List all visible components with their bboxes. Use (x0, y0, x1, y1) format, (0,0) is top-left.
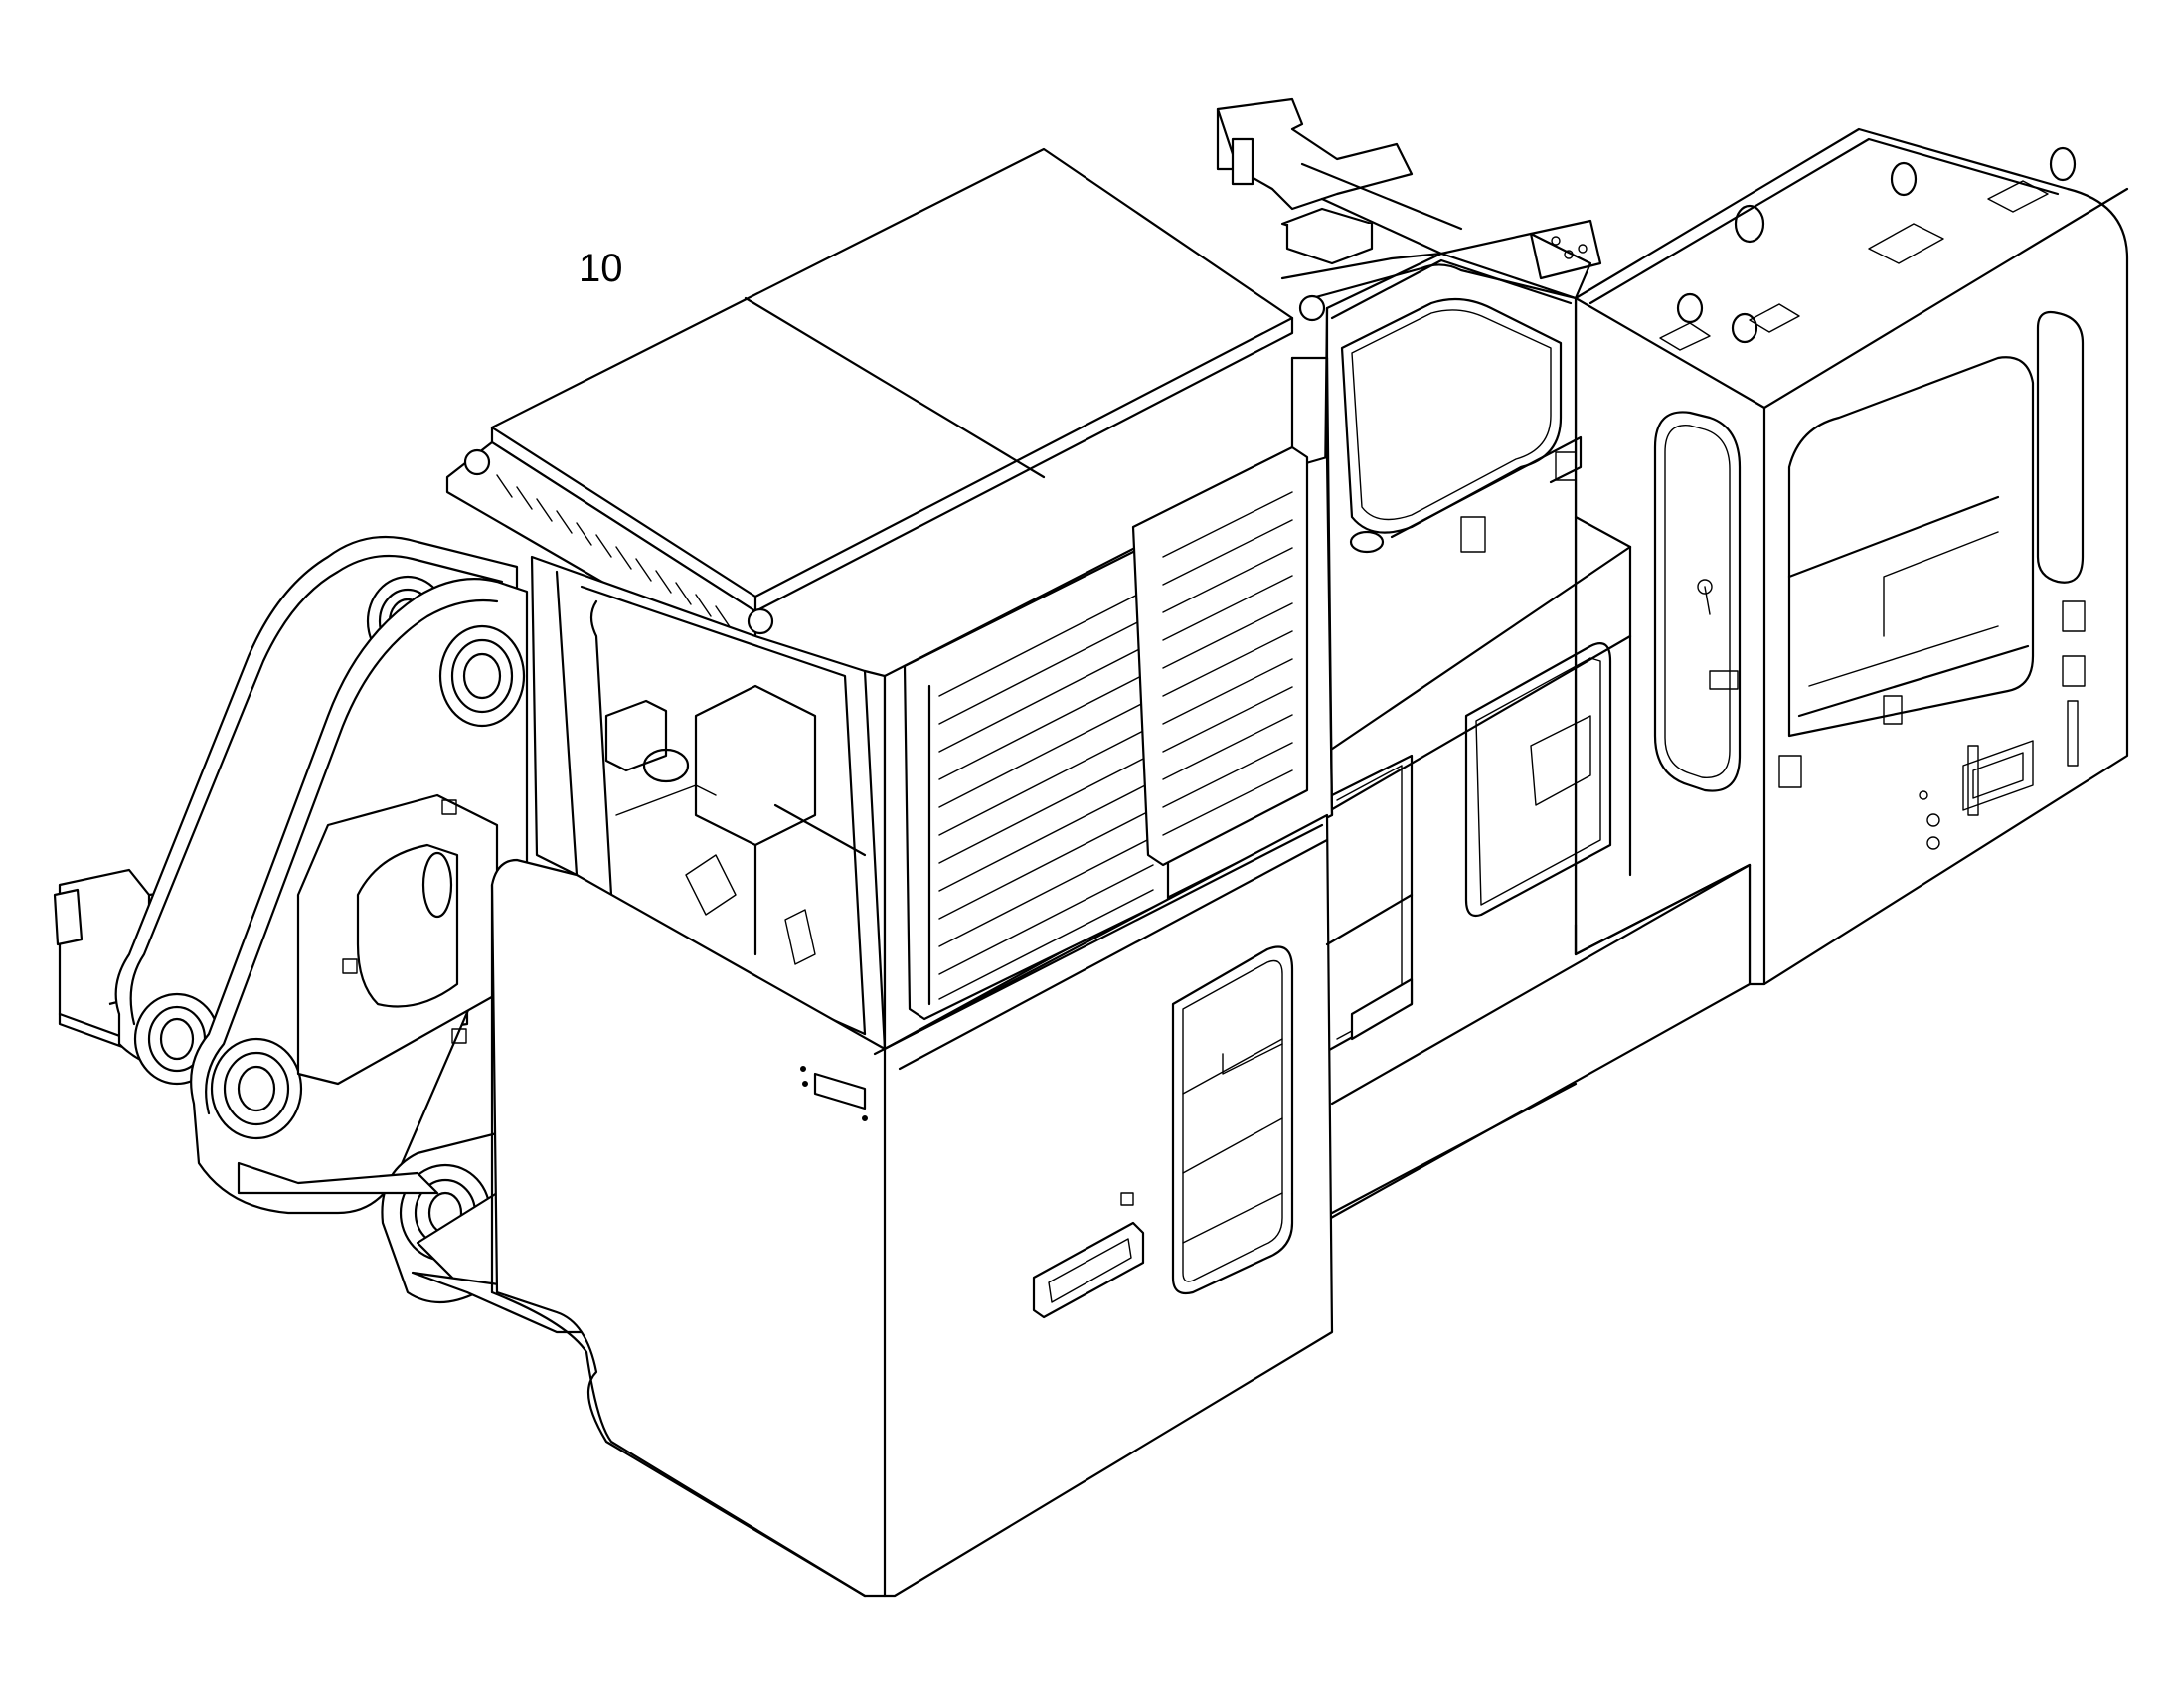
front-lower-box (490, 813, 1334, 1598)
mid-lower-body (1325, 863, 1752, 1215)
louver-panel-right (1131, 445, 1309, 867)
loader-arms (53, 535, 618, 1334)
rear-frame (1574, 127, 2129, 986)
callout-10: 10 (579, 247, 623, 290)
operator-cab (445, 147, 1334, 1051)
top-beam (1216, 97, 1592, 300)
mid-body (1320, 219, 1752, 1225)
canopy-grille (496, 474, 732, 629)
